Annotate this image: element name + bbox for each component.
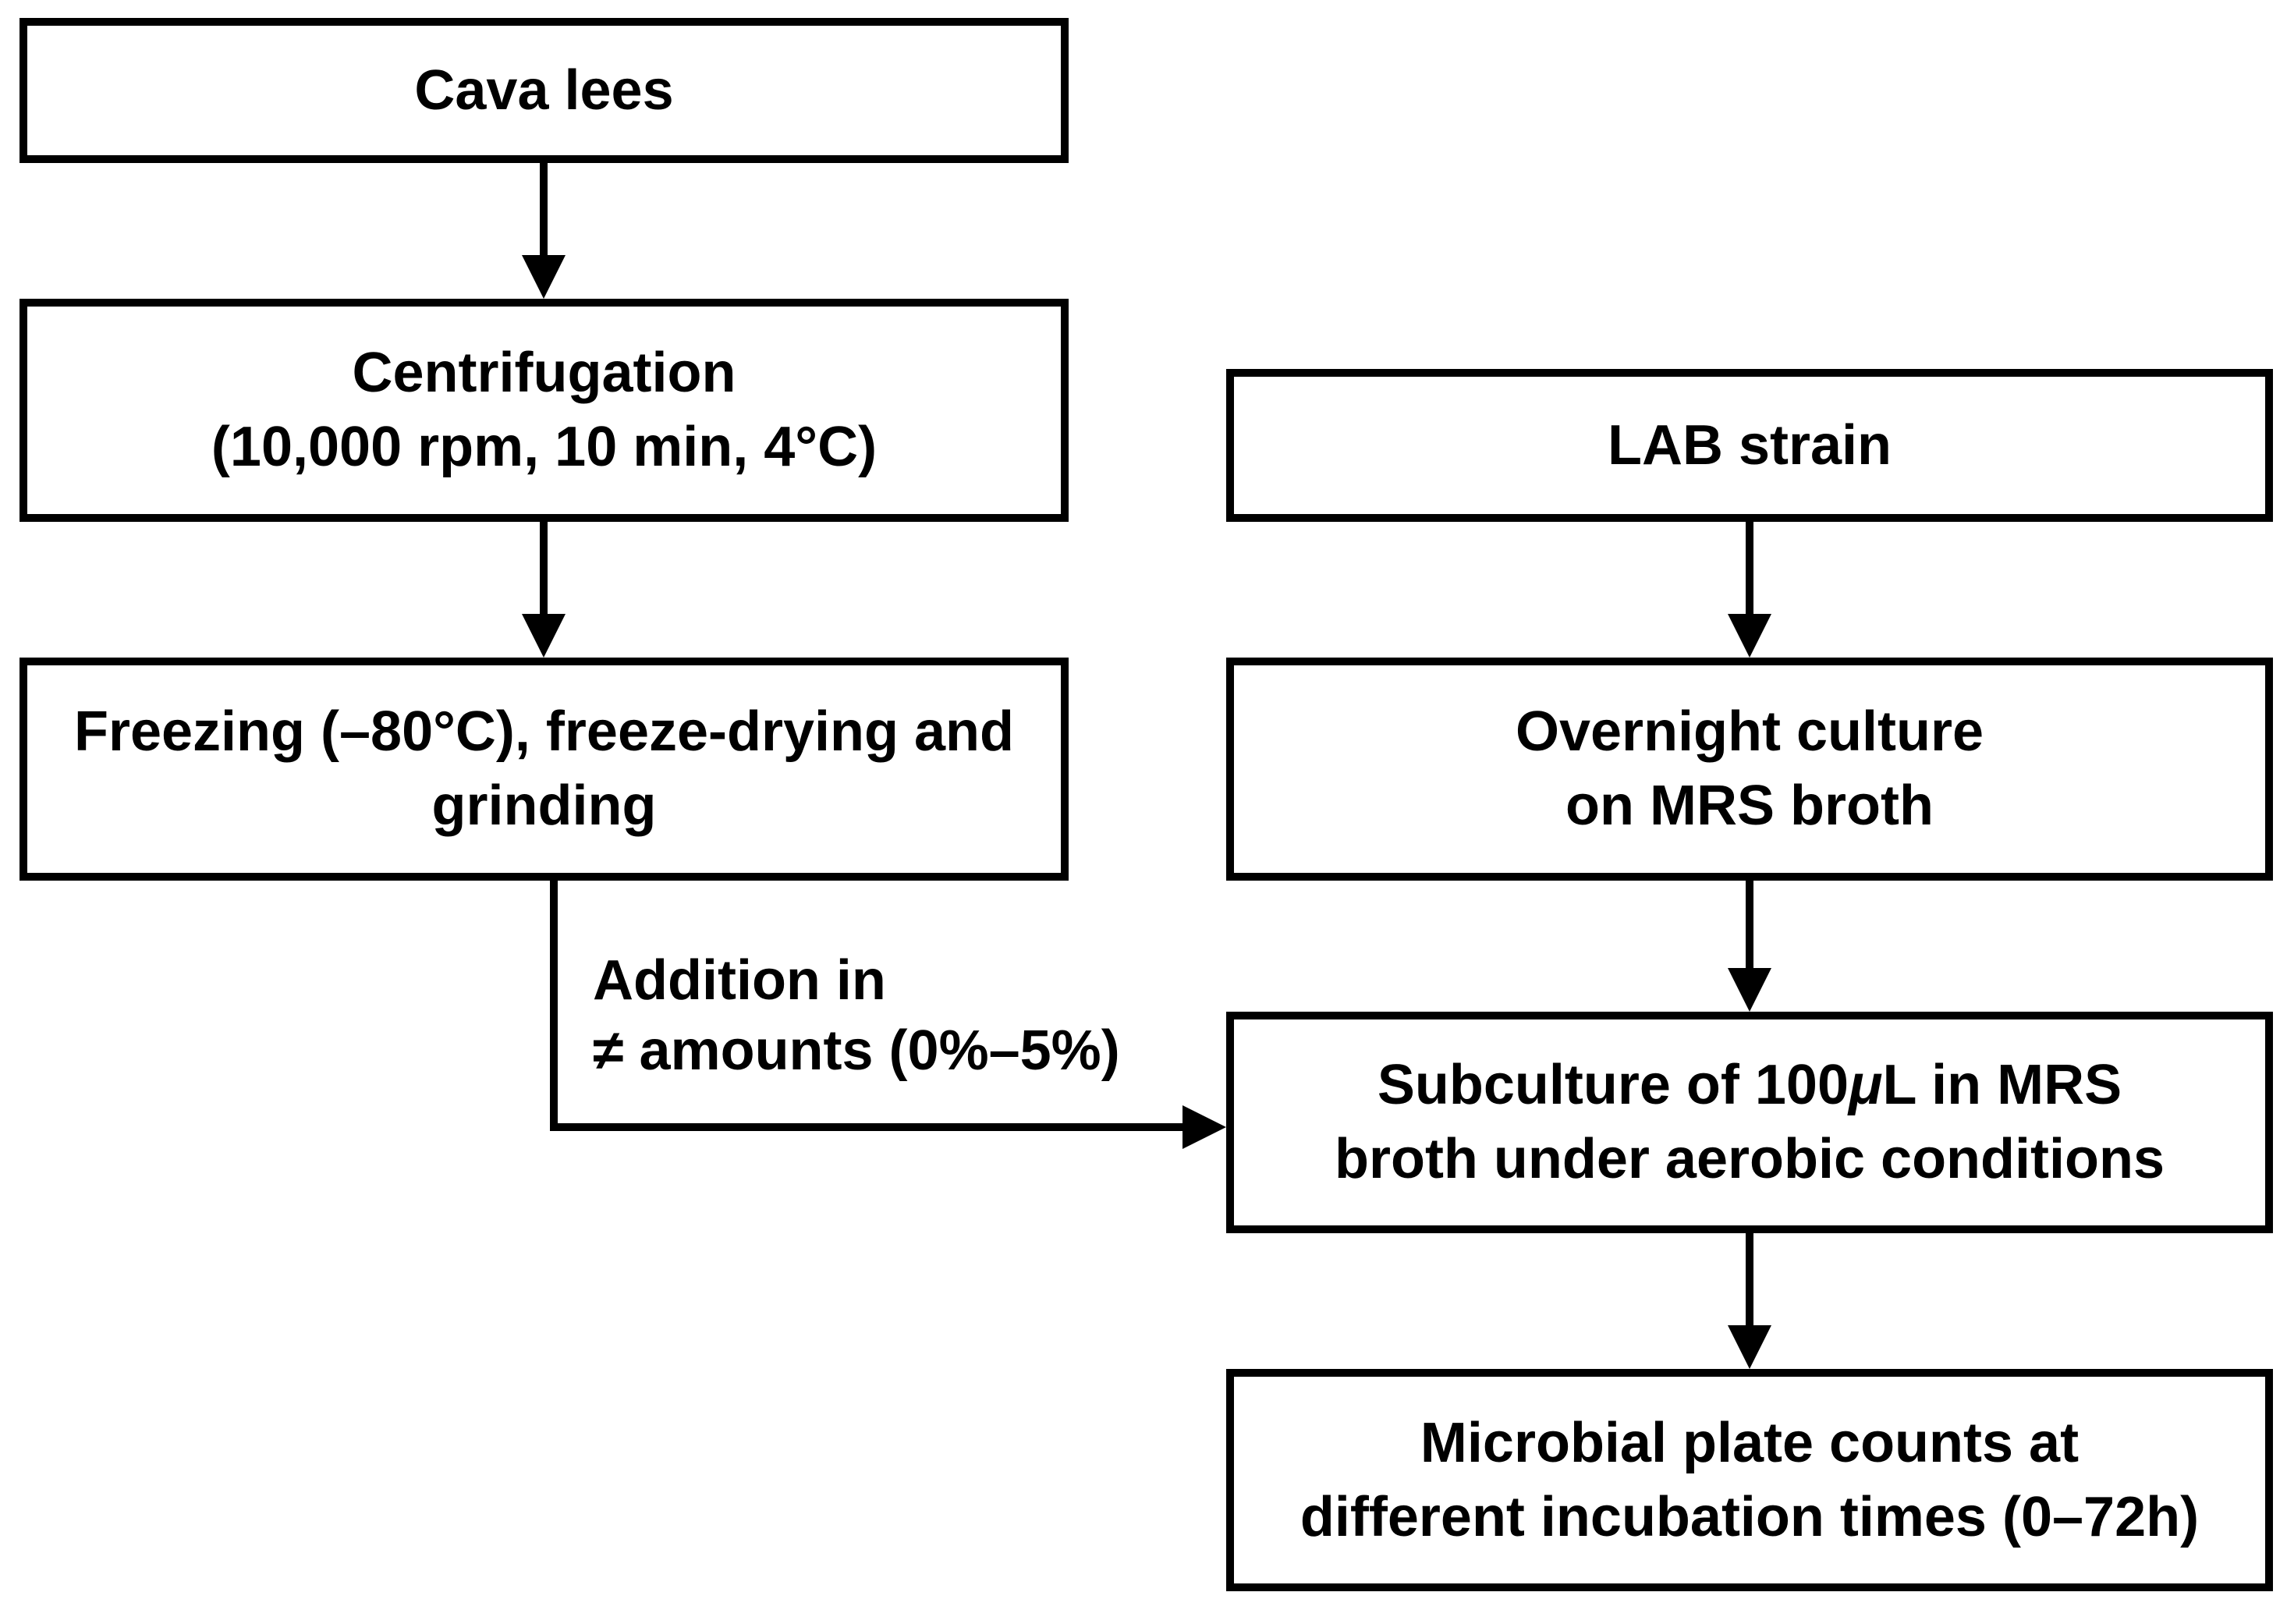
node-label: Freezing (–80°C), freeze-drying and: [73, 700, 1015, 763]
node-label: LAB strain: [1607, 413, 1892, 477]
node-label: Overnight culture: [1515, 700, 1984, 763]
node-microbial-plate-counts: Microbial plate counts at different incu…: [1226, 1369, 2273, 1591]
arrow-stem: [1746, 881, 1753, 969]
arrow-head-down-icon: [1728, 968, 1771, 1012]
node-label-part: Subculture of 100: [1377, 1054, 1849, 1116]
arrow-stem: [540, 522, 548, 615]
arrow-head-down-icon: [1728, 1325, 1771, 1369]
edge-label-addition-amounts: Addition in ≠ amounts (0%–5%): [593, 945, 1120, 1086]
node-label: Centrifugation: [352, 342, 736, 404]
arrow-head-down-icon: [1728, 614, 1771, 658]
arrow-head-right-icon: [1183, 1105, 1226, 1149]
arrow-stem: [550, 1123, 1183, 1131]
node-label: Microbial plate counts at: [1420, 1411, 2080, 1474]
node-subculture: Subculture of 100μL in MRS broth under a…: [1226, 1012, 2273, 1233]
edge-label-line: Addition in: [593, 949, 886, 1012]
arrow-stem: [540, 163, 548, 256]
node-label: broth under aerobic conditions: [1334, 1128, 2165, 1190]
node-label: on MRS broth: [1565, 775, 1934, 837]
node-cava-lees: Cava lees: [20, 18, 1069, 163]
node-label: grinding: [431, 775, 657, 837]
arrow-head-down-icon: [522, 614, 566, 658]
arrow-stem: [1746, 522, 1753, 615]
node-label: Cava lees: [414, 59, 674, 122]
arrow-head-down-icon: [522, 255, 566, 299]
node-overnight-culture: Overnight culture on MRS broth: [1226, 658, 2273, 881]
node-label: Subculture of 100μL in MRS: [1378, 1048, 2122, 1122]
node-label: (10,000 rpm, 10 min, 4°C): [211, 416, 878, 478]
mu-symbol: μ: [1849, 1054, 1883, 1116]
arrow-stem: [550, 880, 558, 1131]
arrow-stem: [1746, 1233, 1753, 1326]
node-lab-strain: LAB strain: [1226, 369, 2273, 522]
node-freezing-freeze-drying: Freezing (–80°C), freeze-drying and grin…: [20, 658, 1069, 881]
node-label-part: L in MRS: [1882, 1054, 2122, 1116]
node-label: different incubation times (0–72h): [1300, 1485, 2200, 1548]
edge-label-line: ≠ amounts (0%–5%): [593, 1019, 1120, 1082]
node-centrifugation: Centrifugation (10,000 rpm, 10 min, 4°C): [20, 299, 1069, 522]
